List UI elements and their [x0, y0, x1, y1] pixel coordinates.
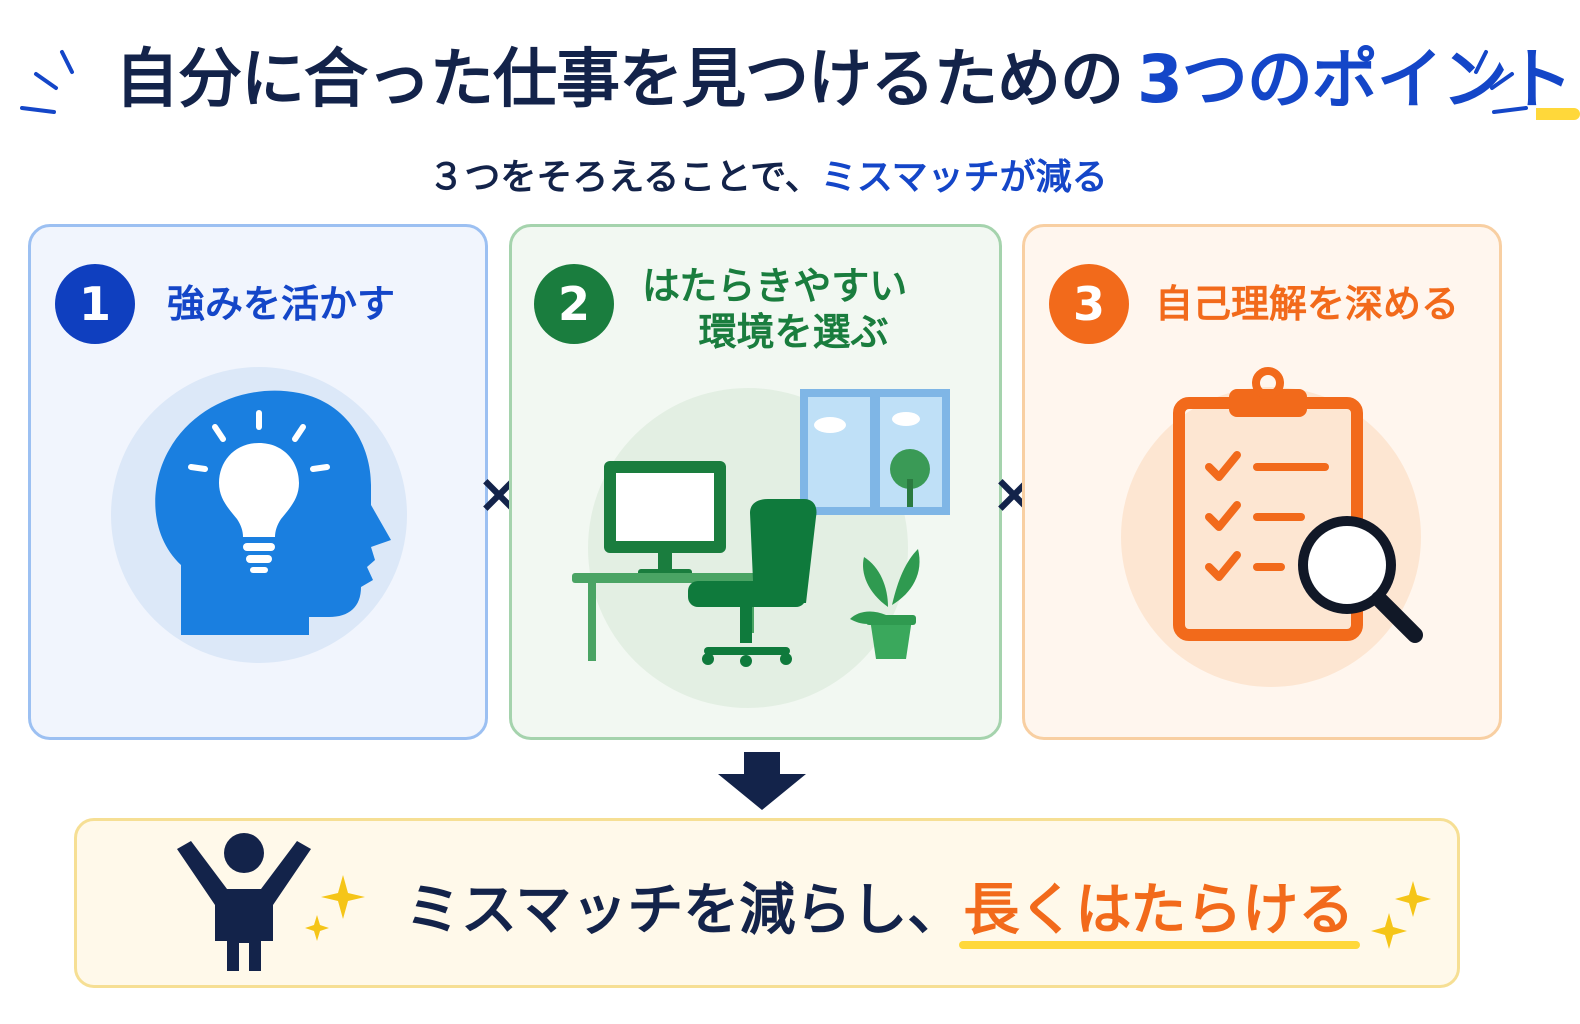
result-text: ミスマッチを減らし、長くはたらける [405, 865, 1354, 946]
office-desk-icon [572, 388, 950, 708]
down-arrow-icon [718, 752, 806, 810]
sparkle-left-icon [305, 875, 365, 941]
point-number-3: 3 [1049, 264, 1129, 344]
point-label-1: 強みを活かす [167, 282, 396, 326]
burst-right-icon [1474, 50, 1528, 114]
point-number-1: 1 [55, 264, 135, 344]
result-main: ミスマッチを減らし、 [405, 878, 964, 943]
title-accent: 3つのポイント [1133, 26, 1580, 122]
point-number-2: 2 [534, 264, 614, 344]
title-row: 自分に合った仕事を見つけるための 3つのポイント [0, 28, 1580, 120]
point-card-environment: 2 はたらきやすい 環境を選ぶ [509, 224, 1002, 740]
page-title: 自分に合った仕事を見つけるための 3つのポイント [115, 28, 1580, 120]
subtitle-main: ３つをそろえることで、 [428, 157, 821, 198]
point-label-2: はたらきやすい 環境を選ぶ [642, 264, 908, 354]
title-main: 自分に合った仕事を見つけるための [115, 43, 1124, 117]
point-label-3: 自己理解を深める [1155, 282, 1460, 326]
burst-left-icon [20, 50, 74, 114]
point-card-self-understanding: 3 自己理解を深める [1022, 224, 1502, 740]
clipboard-magnifier-icon [1121, 367, 1423, 687]
result-banner: ミスマッチを減らし、長くはたらける [74, 818, 1460, 988]
sparkle-right-icon [1371, 881, 1431, 949]
person-cheering-icon [177, 833, 311, 971]
head-lightbulb-icon [111, 367, 407, 663]
subtitle: ３つをそろえることで、ミスマッチが減る [0, 148, 1536, 200]
result-accent: 長くはたらける [963, 878, 1355, 943]
subtitle-accent: ミスマッチが減る [820, 157, 1108, 198]
point-card-strengths: 1 強みを活かす [28, 224, 488, 740]
